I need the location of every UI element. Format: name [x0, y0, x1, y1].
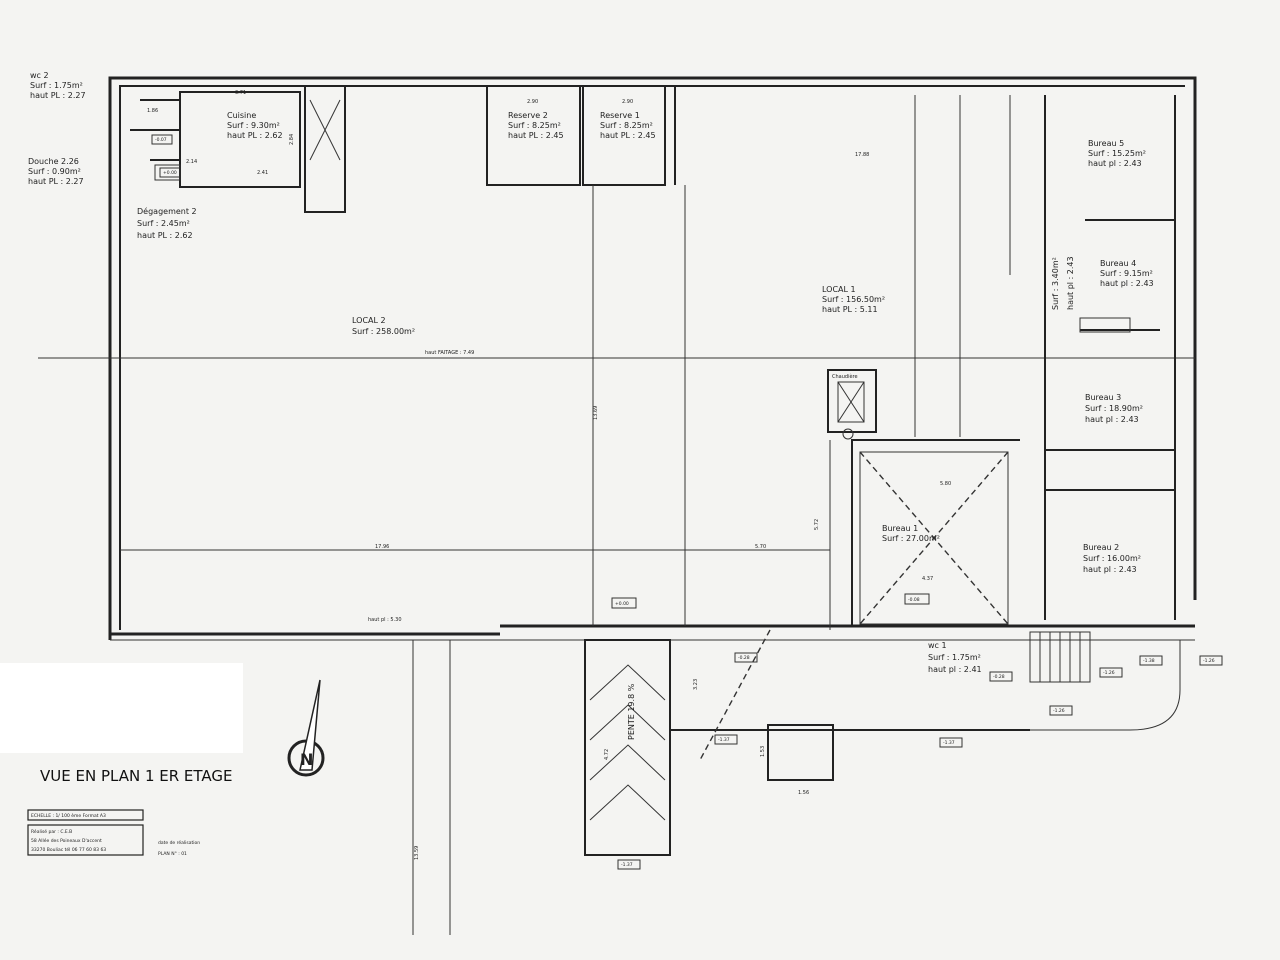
svg-text:13.59: 13.59 [414, 846, 420, 860]
svg-text:ECHELLE : 1/ 100 ème Format: ECHELLE : 1/ 100 ème Format A3 [31, 812, 106, 819]
svg-text:17.88: 17.88 [855, 152, 869, 158]
svg-text:haut FAITAGE : 7.49: haut FAITAGE : 7.49 [425, 350, 474, 356]
svg-text:1.53: 1.53 [760, 746, 766, 757]
svg-text:+0.00: +0.00 [615, 601, 629, 607]
svg-text:N: N [300, 750, 313, 769]
svg-text:3.71: 3.71 [235, 90, 246, 96]
svg-text:PLAN N° : 01: PLAN N° : 01 [158, 851, 187, 857]
svg-text:58 Allée des Poineaux D'accent: 58 Allée des Poineaux D'accent [31, 837, 102, 844]
svg-text:33270 Bouliac tél 06 77 60 83: 33270 Bouliac tél 06 77 60 83 63 [31, 846, 106, 853]
svg-text:-1.37: -1.37 [718, 737, 730, 743]
svg-text:-1.37: -1.37 [943, 740, 955, 746]
svg-text:Chaudière: Chaudière [832, 373, 858, 380]
svg-text:Réalisé par : C.E.B: Réalisé par : C.E.B [31, 828, 72, 835]
svg-text:2.14: 2.14 [186, 159, 197, 165]
svg-text:2.84: 2.84 [289, 134, 295, 145]
svg-text:haut pl : 2.43: haut pl : 2.43 [1066, 256, 1075, 310]
svg-text:-1.26: -1.26 [1053, 708, 1065, 714]
svg-text:-0.07: -0.07 [155, 137, 167, 143]
svg-text:1.56: 1.56 [798, 790, 809, 796]
dimensions: 3.71 1.86 2.41 2.14 2.84 2.90 2.90 17.88… [147, 90, 951, 860]
svg-text:3.23: 3.23 [693, 679, 699, 690]
svg-text:-0.28: -0.28 [993, 674, 1005, 680]
blank-area [0, 663, 243, 753]
svg-text:1.86: 1.86 [147, 108, 158, 114]
svg-text:4.37: 4.37 [922, 576, 933, 582]
svg-text:5.80: 5.80 [940, 481, 951, 487]
svg-text:Surf : 3.40m²: Surf : 3.40m² [1051, 257, 1060, 310]
svg-text:-0.08: -0.08 [908, 597, 920, 603]
svg-text:17.96: 17.96 [375, 544, 389, 550]
svg-text:4.72: 4.72 [604, 749, 610, 760]
svg-text:haut pl : 5.30: haut pl : 5.30 [368, 617, 402, 623]
stairs [1029, 631, 1091, 683]
svg-text:-1.37: -1.37 [621, 862, 633, 868]
walls [38, 76, 1197, 935]
svg-text:+0.00: +0.00 [163, 170, 177, 176]
level-markers: +0.00 -0.07 +0.00 -0.08 -0.28 -1.37 -1.3… [151, 134, 1223, 870]
svg-text:5.70: 5.70 [755, 544, 766, 550]
svg-text:PENTE 19.8 %: PENTE 19.8 % [627, 683, 636, 740]
svg-text:2.90: 2.90 [622, 99, 633, 105]
svg-text:13.69: 13.69 [593, 406, 599, 420]
svg-text:2.41: 2.41 [257, 170, 268, 176]
svg-text:-1.38: -1.38 [1143, 658, 1155, 664]
plan-title: VUE EN PLAN 1 ER ETAGE [40, 767, 233, 785]
svg-text:2.90: 2.90 [527, 99, 538, 105]
cartouche: ECHELLE : 1/ 100 ème Format A3 Réalisé p… [27, 809, 200, 857]
svg-text:5.72: 5.72 [814, 519, 820, 530]
svg-text:-0.28: -0.28 [738, 655, 750, 661]
svg-text:-1.26: -1.26 [1103, 670, 1115, 676]
svg-text:date de réalisation: date de réalisation [158, 839, 200, 846]
north-arrow-icon: N [287, 679, 325, 777]
svg-text:-1.26: -1.26 [1203, 658, 1215, 664]
